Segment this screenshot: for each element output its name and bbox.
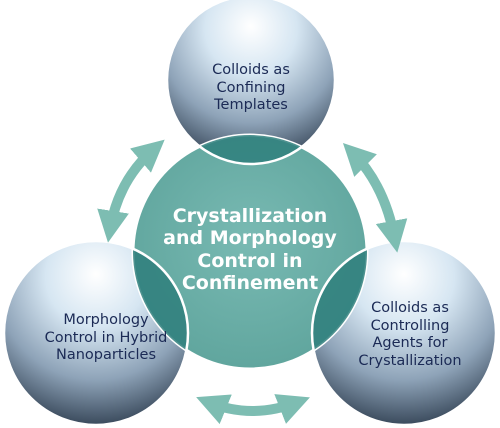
node-label-top: Colloids as Confining Templates <box>212 62 290 114</box>
node-circle-top <box>167 0 335 164</box>
node-label-left: Morphology Control in Hybrid Nanoparticl… <box>44 312 168 364</box>
arrow-top-left <box>97 139 165 243</box>
node-label-right: Colloids as Controlling Agents for Cryst… <box>358 300 462 370</box>
arrow-top-right <box>342 142 408 253</box>
arrow-bottom <box>196 394 310 425</box>
center-label: Crystallization and Morphology Control i… <box>163 205 337 295</box>
